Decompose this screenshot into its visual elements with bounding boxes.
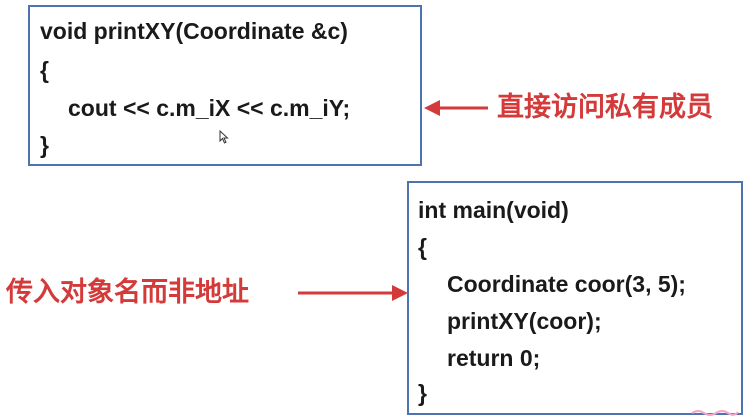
code-line: { <box>40 57 49 83</box>
code-line: cout << c.m_iX << c.m_iY; <box>68 95 351 121</box>
mouse-cursor-icon <box>219 130 229 144</box>
code-line: int main(void) <box>418 197 569 223</box>
code-line: { <box>418 234 427 260</box>
direct-access-annotation: 直接访问私有成员 <box>497 92 713 123</box>
code-line: printXY(coor); <box>447 308 602 334</box>
edge-mark-decoration <box>691 410 739 416</box>
code-line: return 0; <box>447 345 541 371</box>
code-line: } <box>418 380 427 406</box>
arrow-to-main-box <box>298 285 408 301</box>
arrow-to-direct-access-line <box>424 100 488 116</box>
code-line: } <box>40 132 49 158</box>
code-line: Coordinate coor(3, 5); <box>447 271 686 297</box>
main-code-box: int main(void) { Coordinate coor(3, 5); … <box>407 181 743 415</box>
code-line: void printXY(Coordinate &c) <box>40 18 348 44</box>
pass-object-annotation: 传入对象名而非地址 <box>6 277 249 308</box>
